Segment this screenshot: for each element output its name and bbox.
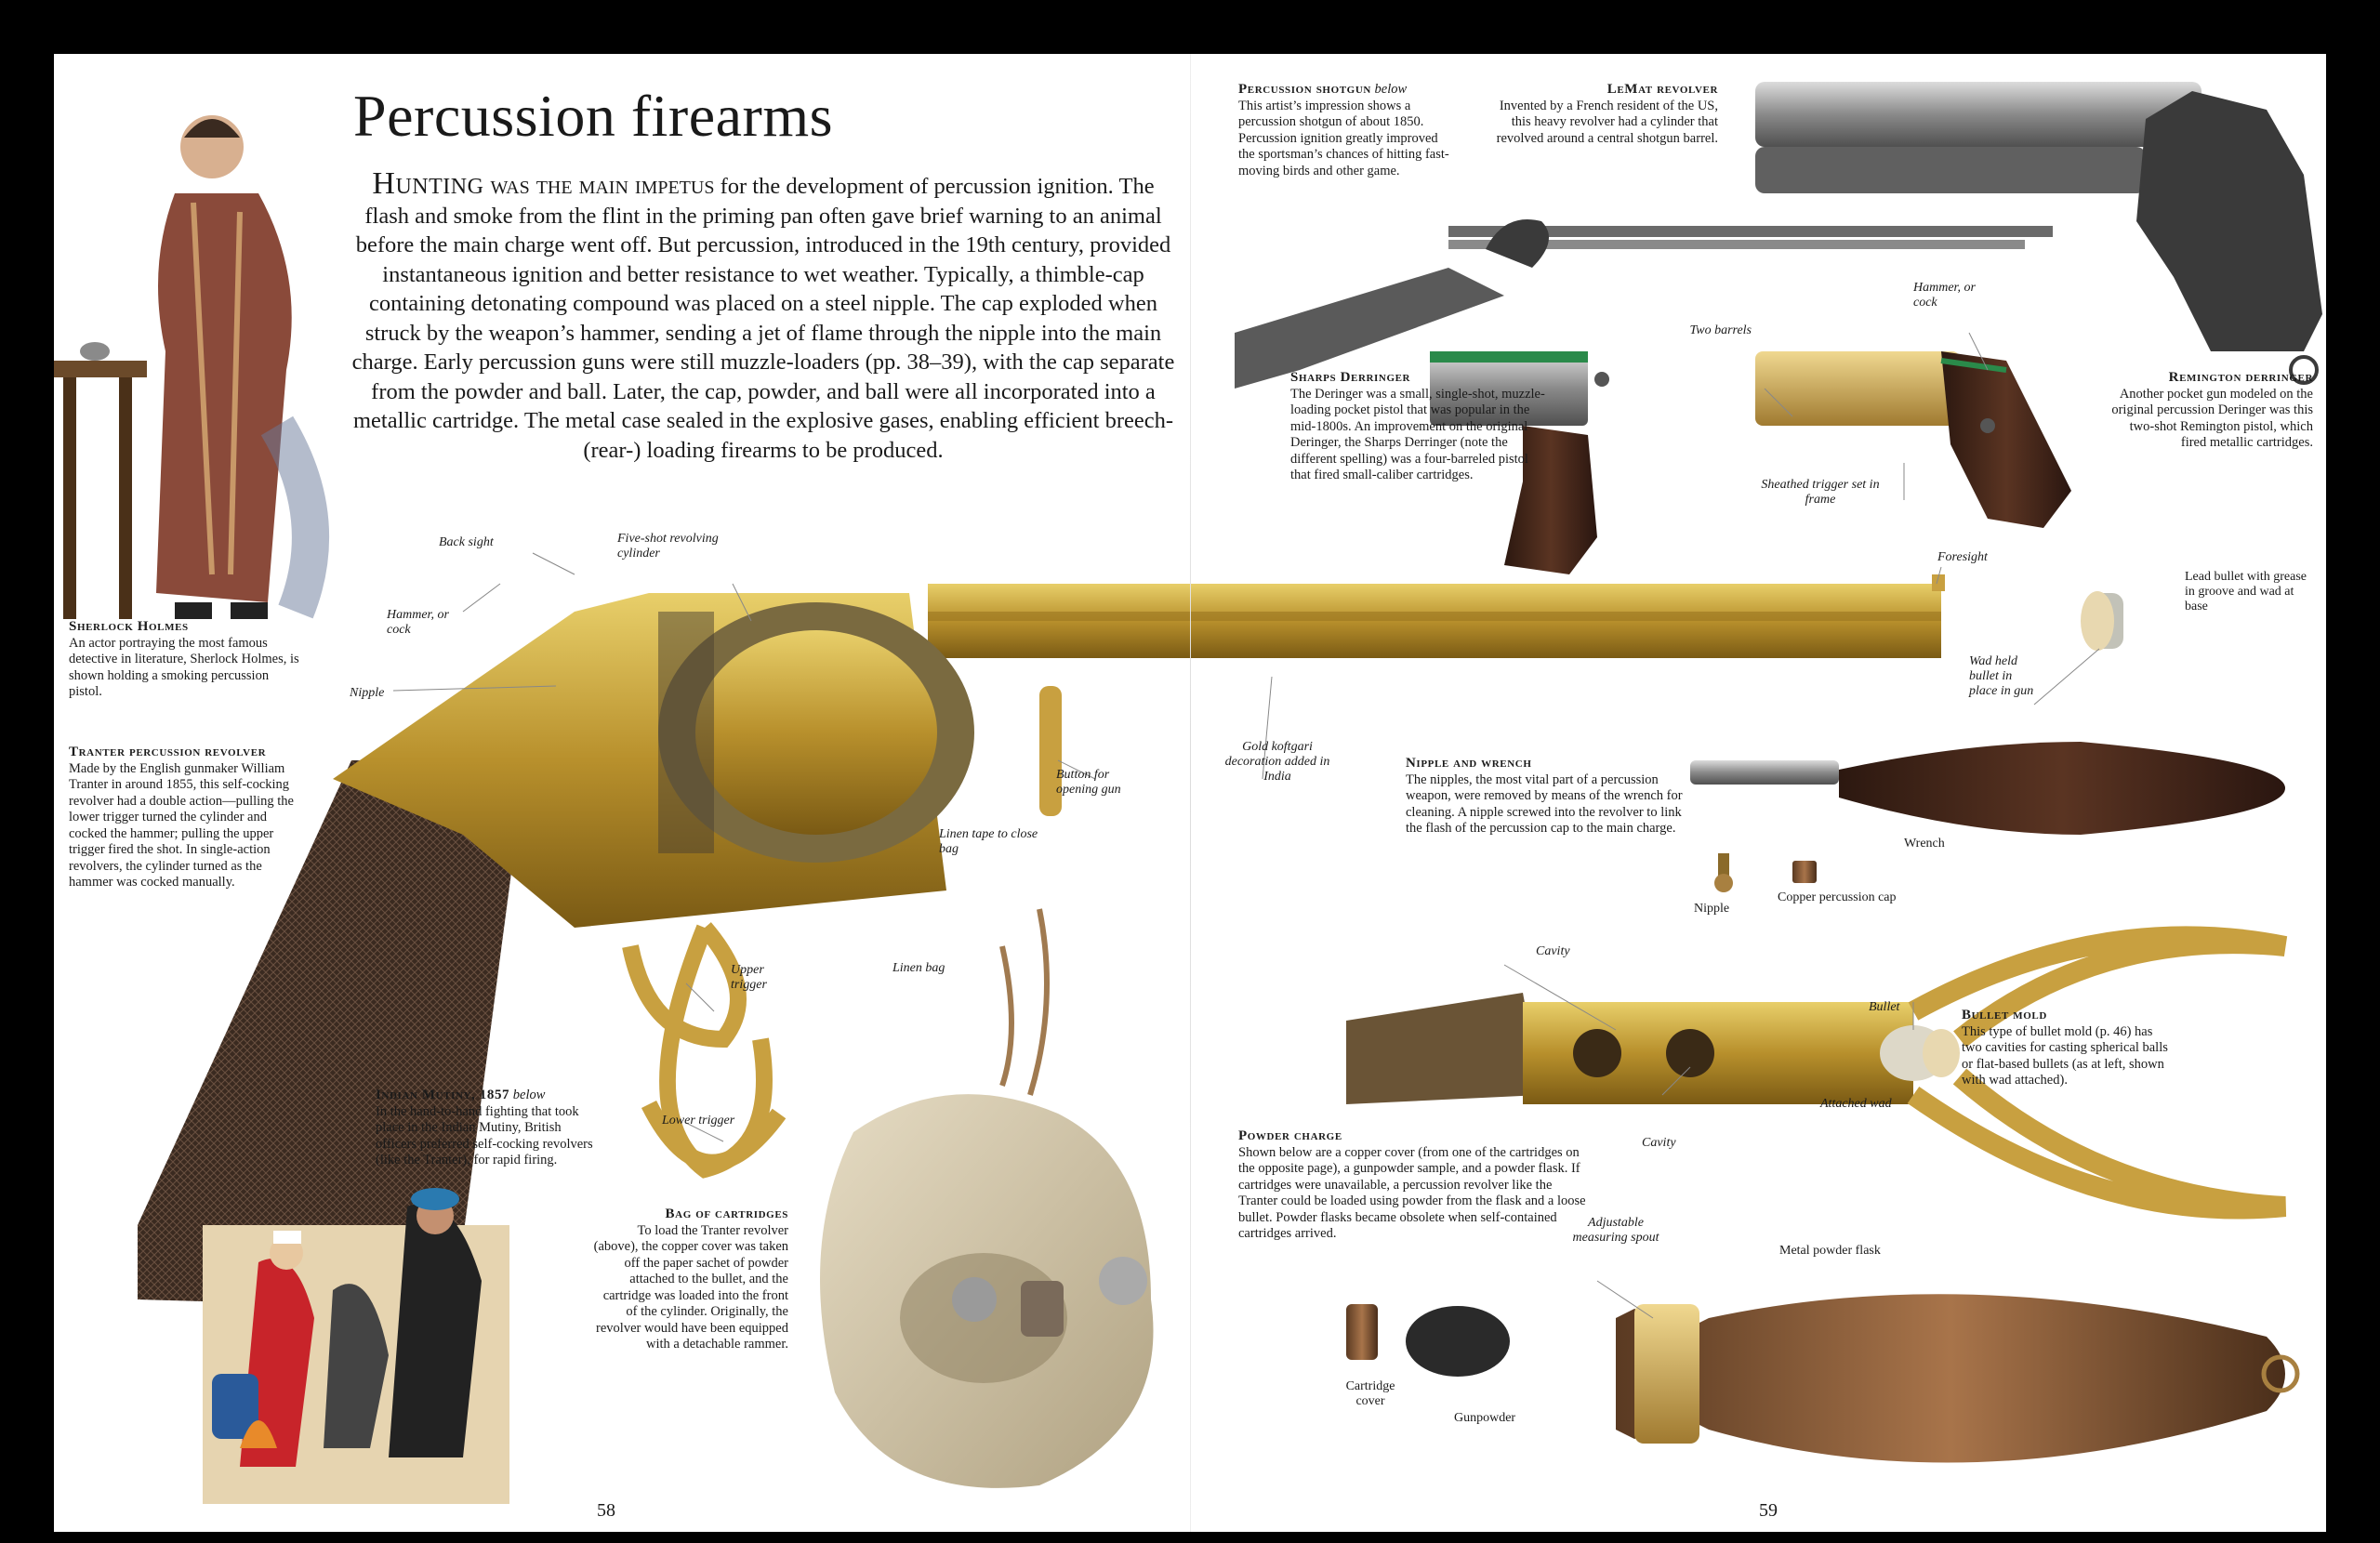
intro-paragraph: Hunting was the main impetus for the dev… [350, 166, 1177, 465]
caption-nipple-and-wrench: Nipple and wrench The nipples, the most … [1406, 756, 1685, 837]
label-adjustable-spout: Adjustable measuring spout [1572, 1216, 1659, 1245]
page-number-right: 59 [1759, 1500, 1778, 1521]
wrench [1690, 742, 2285, 835]
caption-sharps-derringer: Sharps Derringer The Deringer was a smal… [1290, 370, 1551, 484]
caption-heading: Bullet mold [1962, 1008, 2047, 1022]
percussion-shotgun [1235, 219, 2053, 389]
caption-body: This type of bullet mold (p. 46) has two… [1962, 1023, 2168, 1088]
page-number-left: 58 [597, 1500, 615, 1521]
indian-mutiny-illustration [203, 1188, 509, 1504]
caption-heading-suffix: below [1374, 82, 1408, 97]
caption-body: An actor portraying the most famous dete… [69, 635, 299, 700]
caption-body: Another pocket gun modeled on the origin… [2111, 386, 2313, 451]
label-attached-wad: Attached wad [1820, 1097, 1892, 1111]
caption-remington-derringer: Remington derringer Another pocket gun m… [2109, 370, 2313, 452]
caption-percussion-shotgun: Percussion shotgun below This artist’s i… [1238, 82, 1452, 179]
intro-body: for the development of percussion igniti… [351, 174, 1175, 463]
label-metal-flask: Metal powder flask [1779, 1244, 1881, 1258]
caption-body: To load the Tranter revolver (above), th… [593, 1222, 788, 1352]
caption-heading: Remington derringer [2168, 370, 2313, 385]
caption-sherlock: Sherlock Holmes An actor portraying the … [69, 619, 301, 701]
caption-bag-of-cartridges: Bag of cartridges To load the Tranter re… [593, 1207, 788, 1353]
page-title: Percussion firearms [353, 83, 834, 149]
label-two-barrels: Two barrels [1689, 323, 1752, 337]
caption-powder-charge: Powder charge Shown below are a copper c… [1238, 1128, 1592, 1243]
lemat-revolver [1755, 82, 2322, 385]
label-nipple: Nipple [350, 686, 385, 700]
leader-lines [392, 332, 2100, 1319]
caption-body: The Deringer was a small, single-shot, m… [1290, 386, 1545, 483]
linen-bag [820, 908, 1154, 1488]
bullet-mold [1346, 926, 2288, 1220]
caption-body: Shown below are a copper cover (from one… [1238, 1144, 1586, 1242]
caption-heading: Tranter percussion revolver [69, 745, 267, 759]
label-hammer: Hammer, or cock [387, 608, 449, 637]
book-spread: Percussion firearms Hunting was the main… [54, 54, 2326, 1532]
label-sheathed-trigger: Sheathed trigger set in frame [1761, 478, 1880, 507]
caption-indian-mutiny: Indian Mutiny, 1857 below In the hand-to… [376, 1088, 599, 1169]
intro-lead-phrase: was the main impetus [483, 171, 715, 200]
label-linen-bag: Linen bag [892, 961, 945, 975]
lead-bullet [2081, 591, 2123, 651]
caption-body: This artist’s impression shows a percuss… [1238, 98, 1449, 178]
page-gutter [1190, 54, 1191, 1532]
nipple-and-cap [1714, 853, 1817, 892]
label-nipple-item: Nipple [1694, 902, 1730, 916]
intro-lead-word: Hunting [372, 166, 484, 201]
caption-heading: LeMat revolver [1606, 82, 1718, 97]
caption-heading-suffix: below [512, 1088, 546, 1102]
label-bullet: Bullet [1869, 1000, 1900, 1014]
label-lower-trigger: Lower trigger [662, 1114, 735, 1128]
label-gold-koftgari: Gold koftgari decoration added in India [1224, 740, 1330, 784]
label-button-opening: Button for opening gun [1056, 768, 1121, 797]
label-foresight: Foresight [1937, 550, 1988, 564]
label-cavity-bottom: Cavity [1642, 1136, 1676, 1150]
caption-heading: Indian Mutiny, 1857 [376, 1088, 510, 1102]
label-lead-bullet: Lead bullet with grease in groove and wa… [2185, 570, 2307, 613]
sharps-derringer [1430, 351, 1609, 574]
caption-lemat-revolver: LeMat revolver Invented by a French resi… [1495, 82, 1718, 147]
caption-body: Invented by a French resident of the US,… [1496, 98, 1718, 146]
label-gunpowder: Gunpowder [1454, 1411, 1516, 1425]
label-five-shot-cylinder: Five-shot revolving cylinder [617, 532, 719, 560]
label-wrench: Wrench [1904, 837, 1945, 851]
caption-heading: Sherlock Holmes [69, 619, 189, 634]
label-hammer-2: Hammer, or cock [1913, 281, 1976, 310]
caption-tranter: Tranter percussion revolver Made by the … [69, 745, 301, 891]
label-copper-cap: Copper percussion cap [1778, 890, 1897, 904]
sherlock-holmes-figure [54, 115, 329, 619]
caption-heading: Bag of cartridges [665, 1207, 788, 1221]
caption-body: The nipples, the most vital part of a pe… [1406, 772, 1683, 837]
label-cavity-top: Cavity [1536, 944, 1570, 958]
tranter-revolver [138, 574, 1945, 1309]
caption-heading: Percussion shotgun [1238, 82, 1371, 97]
remington-derringer [1755, 351, 2071, 528]
caption-bullet-mold: Bullet mold This type of bullet mold (p.… [1962, 1008, 2175, 1089]
caption-body: Made by the English gunmaker William Tra… [69, 760, 294, 890]
label-cartridge-cover: Cartridge cover [1345, 1379, 1395, 1408]
illustrations [54, 82, 2322, 1504]
label-upper-trigger: Upper trigger [731, 963, 767, 992]
label-back-sight: Back sight [439, 535, 494, 549]
caption-heading: Nipple and wrench [1406, 756, 1532, 771]
caption-body: In the hand-to-hand fighting that took p… [376, 1103, 593, 1168]
caption-heading: Powder charge [1238, 1128, 1342, 1143]
powder-items [1346, 1294, 2300, 1463]
caption-heading: Sharps Derringer [1290, 370, 1411, 385]
label-wad-held: Wad held bullet in place in gun [1969, 654, 2034, 698]
label-linen-tape: Linen tape to close bag [939, 827, 1038, 856]
